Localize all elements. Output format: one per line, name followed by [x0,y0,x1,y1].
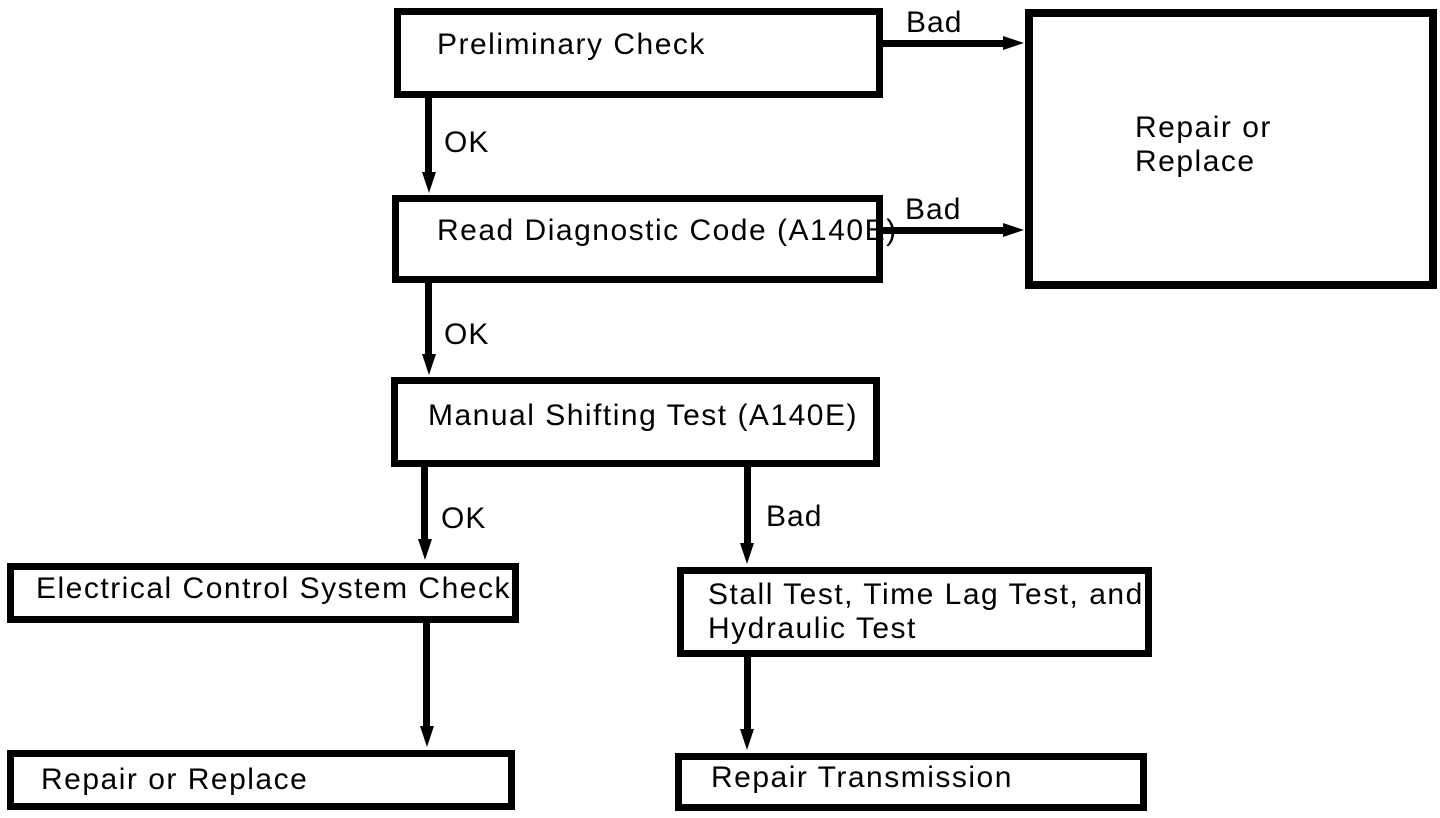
arrowhead-down-icon [422,354,436,375]
arrowhead-down-icon [418,539,432,560]
edge-label-preliminary-bad: Bad [906,6,963,39]
connector-diagnostic-to-repair [878,227,1004,234]
connector-manual-to-stall [744,467,751,545]
arrowhead-down-icon [740,543,754,564]
arrowhead-down-icon [422,172,436,193]
node-label-line1: Repair or [1135,111,1272,144]
node-repair-or-replace-bottom: Repair or Replace [7,750,515,810]
edge-label-manual-bad: Bad [766,500,823,533]
node-label-line2: Hydraulic Test [708,612,917,645]
connector-preliminary-to-diagnostic [425,98,432,174]
node-label: Preliminary Check [437,28,706,61]
node-repair-or-replace-right: Repair or Replace [1025,9,1437,289]
node-repair-transmission: Repair Transmission [675,753,1147,811]
edge-label-preliminary-ok: OK [444,126,490,159]
arrowhead-down-icon [740,729,754,750]
arrowhead-right-icon [1003,36,1024,50]
node-label: Manual Shifting Test (A140E) [428,399,858,432]
node-preliminary-check: Preliminary Check [394,8,883,98]
node-label: Repair Transmission [711,761,1013,794]
node-read-diagnostic-code: Read Diagnostic Code (A140E) [392,195,898,283]
node-electrical-control-system-check: Electrical Control System Check [7,563,519,623]
node-label: Read Diagnostic Code (A140E) [437,214,898,247]
node-stall-time-lag-hydraulic-test: Stall Test, Time Lag Test, and Hydraulic… [677,567,1152,657]
edge-label-diagnostic-bad: Bad [905,193,962,226]
connector-preliminary-to-repair [878,40,1004,47]
edge-label-manual-ok: OK [441,502,487,535]
edge-label-diagnostic-ok: OK [444,318,490,351]
node-label: Electrical Control System Check [36,572,511,605]
node-label-line1: Stall Test, Time Lag Test, and [708,578,1144,611]
connector-diagnostic-to-manual [425,283,432,356]
node-label-line2: Replace [1135,145,1256,178]
node-label: Repair or Replace [41,763,309,796]
arrowhead-down-icon [420,726,434,747]
node-manual-shifting-test: Manual Shifting Test (A140E) [391,377,880,467]
connector-manual-to-electrical [421,467,428,541]
connector-electrical-to-repair [423,623,430,728]
connector-stall-to-repair-transmission [744,657,751,731]
arrowhead-right-icon [1003,223,1024,237]
